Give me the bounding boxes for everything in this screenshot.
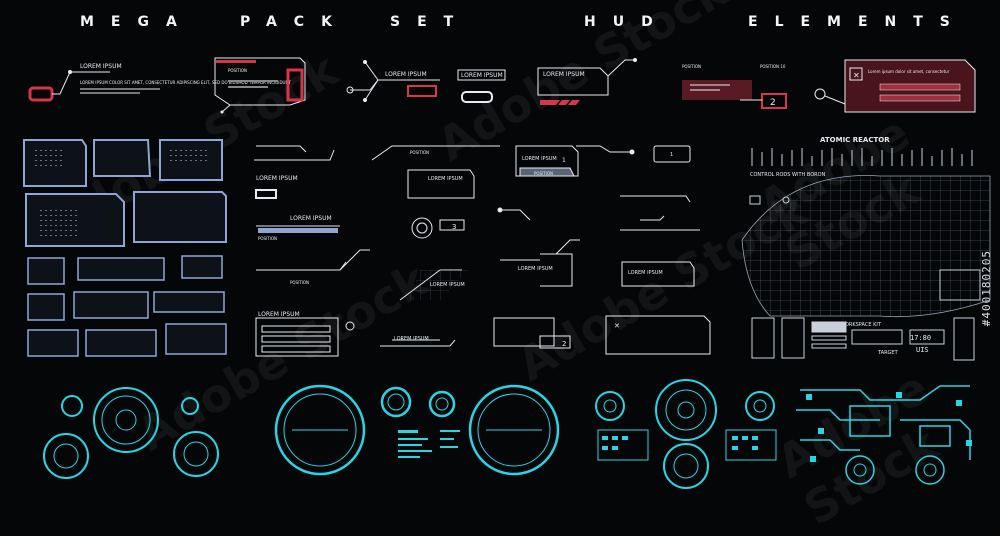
callout-group-7: ✕ Lorem ipsum dolor sit amet, consectetu…	[814, 59, 976, 113]
callout-title: LOREM IPSUM	[385, 71, 427, 78]
counter-value: 1	[670, 152, 673, 158]
workspace-label: WORKSPACE KIT	[840, 322, 882, 328]
position-label: POSITION	[534, 171, 553, 176]
frame-cluster-small	[27, 255, 227, 357]
title-word-mega: MEGA	[80, 14, 194, 30]
widget-title: LOREM IPSUM	[518, 266, 553, 272]
position-label: POSITION	[410, 150, 429, 155]
cyan-dial-group-right	[595, 379, 777, 489]
callout-title: LOREM IPSUM	[543, 71, 585, 78]
widget-title: LOREM IPSUM	[428, 176, 463, 182]
hatched-panel	[408, 270, 468, 300]
close-icon: ✕	[614, 322, 620, 330]
title-word-set: SET	[390, 14, 471, 30]
callout-title: LOREM IPSUM	[461, 72, 503, 79]
cyan-dial-group-center	[274, 384, 560, 476]
close-icon: ✕	[853, 71, 860, 80]
position-label: POSITION	[290, 280, 309, 285]
widget-title: LOREM IPSUM	[394, 336, 429, 342]
widget-title: LOREM IPSUM	[256, 175, 298, 182]
cyan-text-lines	[398, 430, 460, 458]
red-badge	[28, 86, 54, 102]
page-title: MEGA PACK SET HUD ELEMENTS	[0, 14, 1000, 38]
hud-canvas: LOREM IPSUM LOREM IPSUM COLOR SIT AMET, …	[23, 57, 991, 489]
position-number-label: POSITION 10	[760, 64, 786, 69]
cyan-circuit-nodes	[806, 392, 972, 462]
widget-title: LOREM IPSUM	[258, 311, 300, 318]
reactor-title: ATOMIC REACTOR	[820, 136, 890, 144]
clock-readout: 17:80	[910, 334, 931, 342]
reactor-rod-scale	[751, 148, 973, 166]
callout-group-4: LOREM IPSUM	[457, 69, 506, 103]
counter-value: 3	[452, 223, 456, 231]
reactor-side-icons	[749, 195, 981, 301]
title-word-hud: HUD	[584, 14, 670, 30]
widget-title: LOREM IPSUM	[522, 156, 557, 162]
counter-value: 1	[562, 157, 566, 164]
code-readout: UIS	[916, 346, 929, 354]
widget-column-b	[339, 145, 500, 347]
cyan-circuit-board	[796, 385, 971, 485]
widget-title: LOREM IPSUM	[290, 215, 332, 222]
widget-title: LOREM IPSUM	[628, 270, 663, 276]
cyan-grid-blocks	[602, 436, 758, 450]
target-label: TARGET	[877, 350, 899, 356]
widget-title: LOREM IPSUM	[430, 282, 465, 288]
callout-group-2: POSITION	[214, 57, 306, 114]
position-label: POSITION	[682, 64, 701, 69]
position-label: POSITION	[228, 68, 247, 73]
counter-value: 2	[770, 98, 776, 108]
widget-column-d	[605, 145, 711, 355]
workspace-panel	[751, 317, 975, 361]
title-word-elements: ELEMENTS	[748, 14, 967, 30]
cyan-dial-group-left	[43, 387, 219, 479]
callout-title: LOREM IPSUM	[80, 63, 122, 70]
widget-column-c	[493, 145, 635, 349]
reactor-grid	[741, 175, 991, 318]
counter-value: 2	[562, 340, 566, 348]
callout-body: LOREM IPSUM COLOR SIT AMET, CONSECTETUR …	[80, 80, 291, 85]
control-rods-label: CONTROL RODS WITH BORON	[750, 172, 826, 178]
position-label: POSITION	[258, 236, 277, 241]
title-word-pack: PACK	[240, 14, 349, 30]
callout-small-text: Lorem ipsum dolor sit amet, consectetur	[868, 69, 950, 74]
callout-group-3: LOREM IPSUM	[346, 60, 440, 102]
callout-group-6: POSITION POSITION 10 2	[682, 64, 787, 109]
callout-group-1: LOREM IPSUM LOREM IPSUM COLOR SIT AMET, …	[28, 63, 291, 102]
callout-group-5: LOREM IPSUM	[537, 58, 637, 105]
